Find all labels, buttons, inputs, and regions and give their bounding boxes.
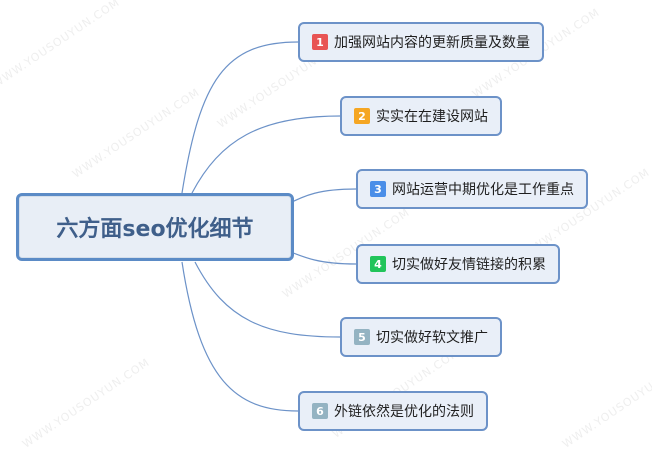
branch-label-3: 网站运营中期优化是工作重点	[392, 182, 574, 198]
central-topic[interactable]: 六方面seo优化细节	[16, 193, 294, 261]
priority-badge-4: 4	[370, 256, 386, 272]
watermark-text: WWW.YOUSOUYUN.COM	[70, 85, 203, 181]
priority-badge-3: 3	[370, 181, 386, 197]
connector-6	[181, 261, 299, 412]
branch-node-6[interactable]: 6 外链依然是优化的法则	[298, 391, 488, 431]
branch-node-1[interactable]: 1 加强网站内容的更新质量及数量	[298, 22, 544, 62]
branch-node-5[interactable]: 5 切实做好软文推广	[340, 317, 502, 357]
watermark-text: WWW.YOUSOUYUN.COM	[0, 0, 123, 91]
watermark-text: WWW.YOUSOUYUN.COM	[20, 355, 153, 451]
branch-label-5: 切实做好软文推广	[376, 330, 488, 346]
connector-2	[191, 115, 341, 194]
branch-node-4[interactable]: 4 切实做好友情链接的积累	[356, 244, 560, 284]
priority-badge-5: 5	[354, 329, 370, 345]
branch-node-3[interactable]: 3 网站运营中期优化是工作重点	[356, 169, 588, 209]
branch-label-6: 外链依然是优化的法则	[334, 404, 474, 420]
watermark-text: WWW.YOUSOUYUN.COM	[560, 355, 652, 451]
priority-badge-2: 2	[354, 108, 370, 124]
connector-4	[285, 249, 357, 265]
connector-1	[181, 41, 299, 194]
branch-label-2: 实实在在建设网站	[376, 109, 488, 125]
branch-node-2[interactable]: 2 实实在在建设网站	[340, 96, 502, 136]
branch-label-4: 切实做好友情链接的积累	[392, 257, 546, 273]
central-topic-label: 六方面seo优化细节	[56, 217, 254, 242]
connector-3	[285, 188, 357, 206]
priority-badge-1: 1	[312, 34, 328, 50]
connector-5	[194, 261, 341, 338]
priority-badge-6: 6	[312, 403, 328, 419]
branch-label-1: 加强网站内容的更新质量及数量	[334, 35, 530, 51]
